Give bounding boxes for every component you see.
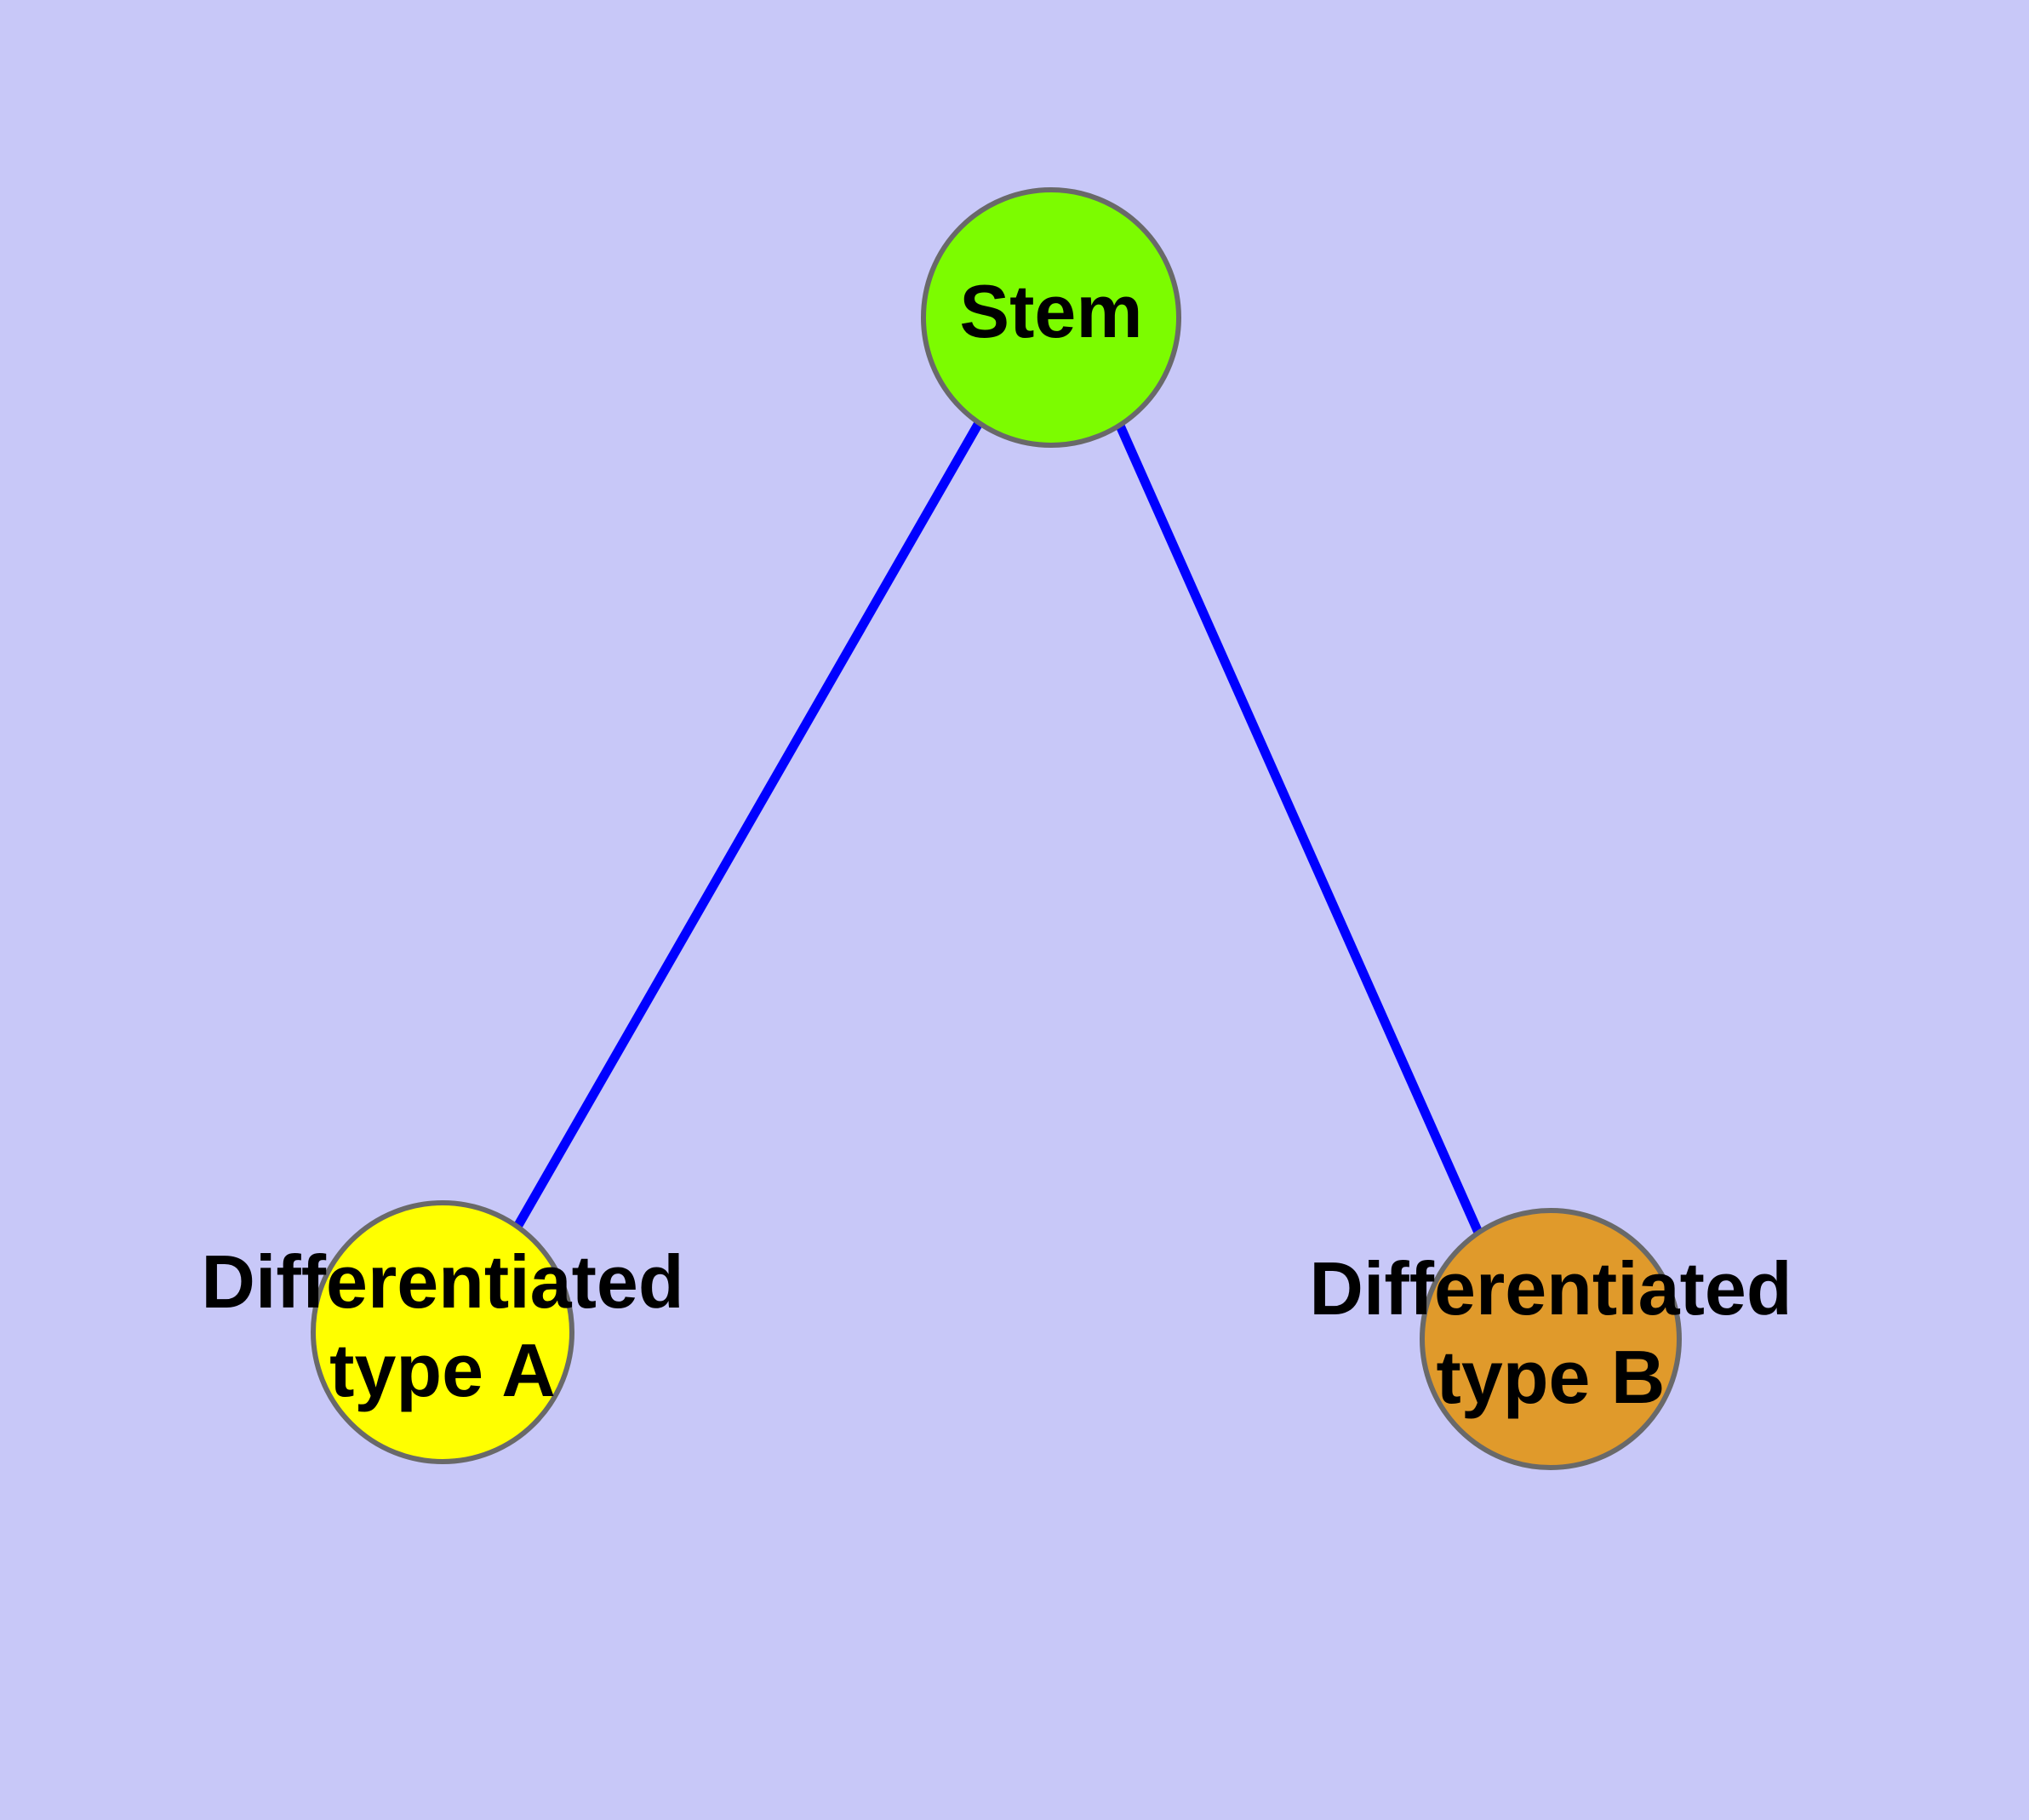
edges-layer — [513, 421, 1484, 1237]
node-label-line: type B — [1437, 1335, 1666, 1419]
edge-stem-to-diff-a — [513, 421, 983, 1229]
node-diff_b[interactable] — [1420, 1208, 1682, 1470]
nodes-layer — [311, 187, 1682, 1470]
edge-stem-to-diff-b — [1115, 423, 1484, 1237]
node-label-line: type A — [329, 1328, 556, 1412]
node-diff_a[interactable] — [311, 1200, 574, 1464]
node-label-line: Differentiated — [201, 1239, 683, 1324]
node-label-stem: Stem — [959, 269, 1142, 353]
node-label-line: Differentiated — [1309, 1246, 1792, 1331]
node-label-line: Stem — [959, 269, 1142, 353]
node-stem[interactable] — [921, 187, 1181, 448]
